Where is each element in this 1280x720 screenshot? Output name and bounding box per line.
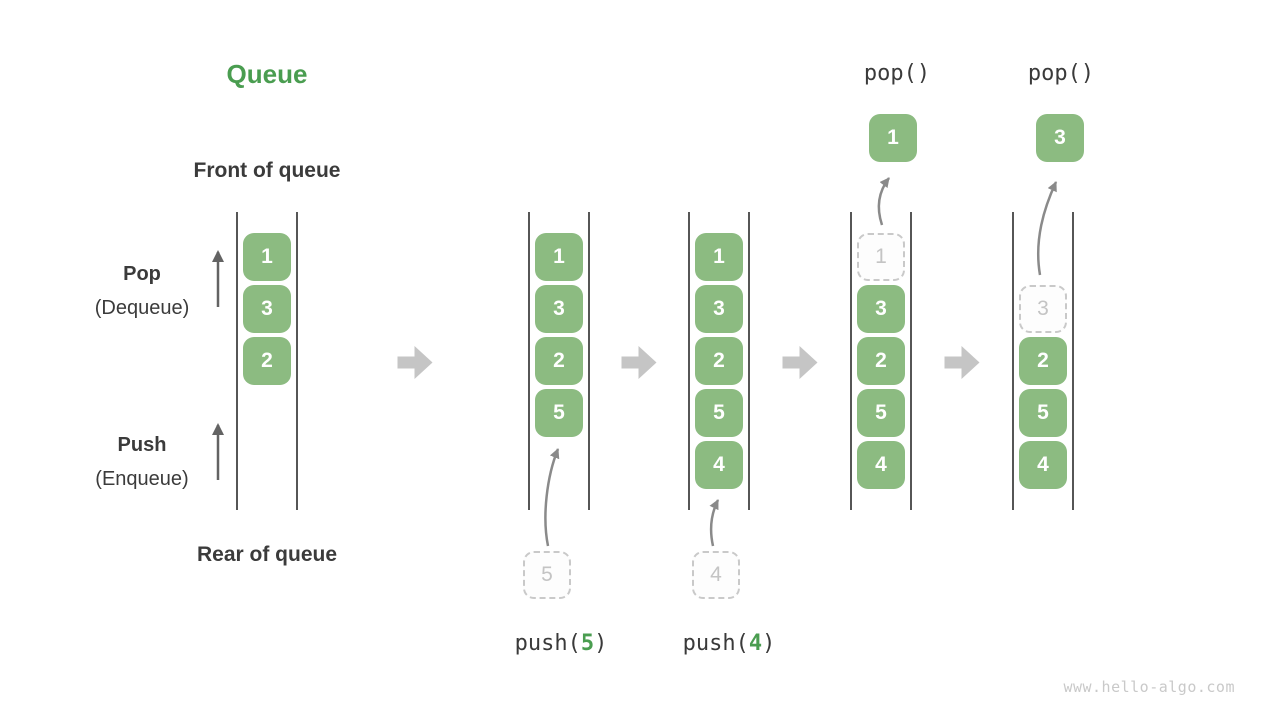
queue-wall-left xyxy=(528,212,530,510)
push-call-label: push(5) xyxy=(451,631,671,656)
queue-wall-right xyxy=(748,212,750,510)
pop-operation-label: Pop (Dequeue) xyxy=(42,257,242,325)
queue-wall-left xyxy=(688,212,690,510)
pop-operation-title: Pop xyxy=(123,263,161,285)
queue-cell: 5 xyxy=(695,389,743,437)
push-curved-arrow xyxy=(709,499,720,547)
push-value-box: 4 xyxy=(692,551,740,599)
queue-cell: 1 xyxy=(535,233,583,281)
push-call-suffix: ) xyxy=(762,631,776,656)
queue-cell: 1 xyxy=(695,233,743,281)
watermark: www.hello-algo.com xyxy=(1063,678,1235,696)
queue-cell: 3 xyxy=(695,285,743,333)
push-operation-title: Push xyxy=(117,434,167,456)
queue-cell: 5 xyxy=(857,389,905,437)
queue-cell: 2 xyxy=(535,337,583,385)
queue-cell-ghost: 3 xyxy=(1019,285,1067,333)
diagram-title: Queue xyxy=(226,59,308,89)
queue-cell: 1 xyxy=(243,233,291,281)
queue-cell: 3 xyxy=(857,285,905,333)
queue-wall-left xyxy=(1012,212,1014,510)
pop-call-label: pop() xyxy=(863,61,931,86)
step-arrow-icon xyxy=(397,346,433,379)
queue-cell: 2 xyxy=(857,337,905,385)
push-operation-label: Push (Enqueue) xyxy=(42,428,242,496)
enqueue-sublabel: (Enqueue) xyxy=(95,468,189,490)
queue-cell: 5 xyxy=(535,389,583,437)
push-value-box: 5 xyxy=(523,551,571,599)
dequeue-sublabel: (Dequeue) xyxy=(94,297,190,319)
push-call-value: 5 xyxy=(580,631,595,656)
pop-curved-arrow xyxy=(877,177,891,226)
queue-cell: 3 xyxy=(243,285,291,333)
queue-wall-right xyxy=(910,212,912,510)
push-call-prefix: push( xyxy=(514,631,581,656)
pop-curved-arrow xyxy=(1036,181,1058,276)
queue-cell: 4 xyxy=(1019,441,1067,489)
push-call-label: push(4) xyxy=(619,631,839,656)
queue-wall-right xyxy=(588,212,590,510)
queue-cell-ghost: 1 xyxy=(857,233,905,281)
queue-cell: 3 xyxy=(535,285,583,333)
queue-cell: 2 xyxy=(243,337,291,385)
queue-wall-left xyxy=(850,212,852,510)
push-call-prefix: push( xyxy=(682,631,749,656)
queue-wall-right xyxy=(296,212,298,510)
queue-cell: 5 xyxy=(1019,389,1067,437)
queue-wall-right xyxy=(1072,212,1074,510)
queue-cell: 2 xyxy=(695,337,743,385)
rear-of-queue-label: Rear of queue xyxy=(196,543,338,566)
queue-wall-left xyxy=(236,212,238,510)
step-arrow-icon xyxy=(621,346,657,379)
step-arrow-icon xyxy=(782,346,818,379)
queue-cell: 2 xyxy=(1019,337,1067,385)
queue-cell: 4 xyxy=(857,441,905,489)
pop-call-label: pop() xyxy=(1027,61,1095,86)
push-curved-arrow xyxy=(544,448,560,547)
push-call-value: 4 xyxy=(748,631,763,656)
queue-cell: 4 xyxy=(695,441,743,489)
popped-cell: 1 xyxy=(869,114,917,162)
step-arrow-icon xyxy=(944,346,980,379)
push-call-suffix: ) xyxy=(594,631,608,656)
popped-cell: 3 xyxy=(1036,114,1084,162)
front-of-queue-label: Front of queue xyxy=(193,159,341,182)
